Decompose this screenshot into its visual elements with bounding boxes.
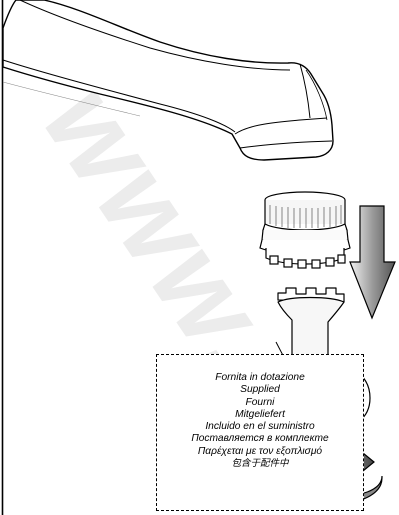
caption-line-el: Παρέχεται με τον εξοπλισμό [157, 446, 363, 458]
aerator-illustration [260, 192, 350, 268]
down-arrow-icon [350, 206, 395, 318]
caption-line-en: Supplied [157, 384, 363, 396]
caption-line-it: Fornita in dotazione [157, 372, 363, 384]
supplied-caption-box: Fornita in dotazione Supplied Fourni Mit… [156, 354, 364, 511]
caption-line-ru: Поставляется в комплекте [157, 433, 363, 445]
caption-line-de: Mitgeliefert [157, 409, 363, 421]
caption-lines: Fornita in dotazione Supplied Fourni Mit… [157, 372, 363, 470]
caption-line-fr: Fourni [157, 397, 363, 409]
caption-line-es: Incluido en el suministro [157, 421, 363, 433]
caption-line-zh: 包含于配件中 [157, 458, 363, 470]
